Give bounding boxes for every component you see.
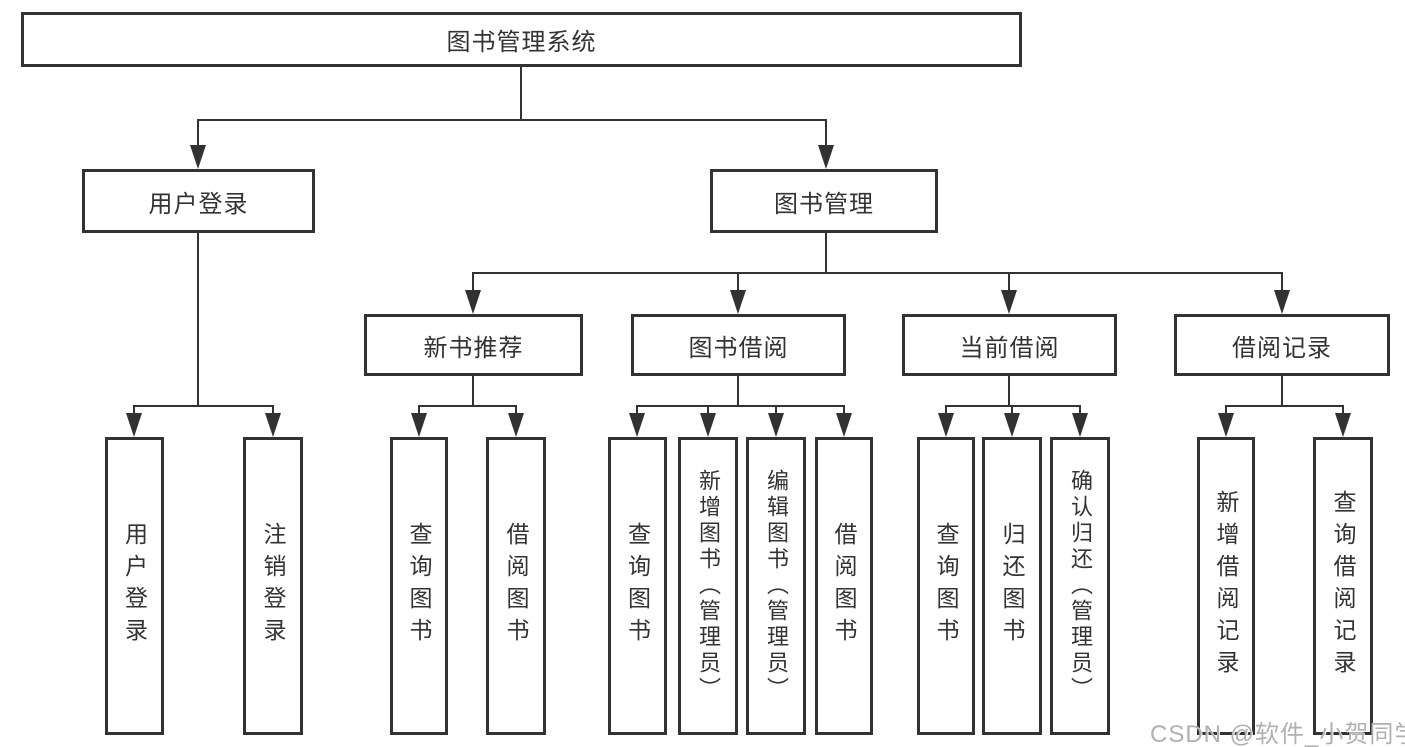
node-leaf-edit-book-label: 编辑图书（管理员） bbox=[764, 469, 789, 703]
node-book-borrow: 图书借阅 bbox=[631, 314, 846, 376]
node-leaf-confirm-return: 确认归还（管理员） bbox=[1050, 437, 1110, 735]
connector-book-borrow-stem bbox=[737, 376, 739, 406]
connector-level2-hline bbox=[198, 119, 827, 121]
arrowhead-leaf-login bbox=[126, 413, 142, 437]
node-leaf-query-books-1: 查询图书 bbox=[390, 437, 448, 735]
node-user-login-label: 用户登录 bbox=[148, 190, 249, 218]
node-leaf-add-borrow-record-label: 新增借阅记录 bbox=[1213, 490, 1239, 682]
connector-stem-book-borrow bbox=[737, 272, 739, 293]
arrowhead-user-login bbox=[190, 145, 206, 169]
arrowhead-new-book-rec bbox=[465, 290, 481, 314]
node-root-label: 图书管理系统 bbox=[446, 29, 597, 56]
node-leaf-query-books-3-label: 查询图书 bbox=[933, 522, 959, 650]
connector-stem-leaf-login bbox=[133, 405, 135, 418]
arrowhead-leaf-borrow2 bbox=[836, 413, 852, 437]
connector-stem-user-login bbox=[197, 119, 199, 147]
node-leaf-borrow-books-1-label: 借阅图书 bbox=[503, 522, 529, 650]
node-leaf-logout-label: 注销登录 bbox=[260, 522, 286, 650]
node-leaf-query-books-2: 查询图书 bbox=[608, 437, 667, 735]
connector-stem-leaf-edit-book bbox=[775, 405, 777, 418]
connector-book-borrow-hline bbox=[637, 405, 845, 407]
node-leaf-user-login-label: 用户登录 bbox=[121, 522, 148, 650]
connector-stem-leaf-add-record bbox=[1225, 405, 1227, 418]
arrowhead-leaf-edit-book bbox=[768, 413, 784, 437]
connector-stem-borrow-record bbox=[1281, 272, 1283, 293]
node-root: 图书管理系统 bbox=[21, 12, 1022, 67]
node-leaf-edit-book: 编辑图书（管理员） bbox=[746, 437, 806, 735]
node-leaf-return-book: 归还图书 bbox=[982, 437, 1042, 735]
arrowhead-leaf-return bbox=[1004, 413, 1020, 437]
connector-level3-hline bbox=[473, 272, 1283, 274]
node-leaf-add-book-label: 新增图书（管理员） bbox=[696, 469, 721, 703]
node-new-book-rec: 新书推荐 bbox=[364, 314, 583, 376]
node-book-mgmt: 图书管理 bbox=[710, 169, 938, 233]
node-leaf-query-borrow-record-label: 查询借阅记录 bbox=[1330, 490, 1356, 682]
node-user-login: 用户登录 bbox=[82, 169, 315, 233]
node-leaf-borrow-books-1: 借阅图书 bbox=[486, 437, 546, 735]
node-leaf-borrow-books-2-label: 借阅图书 bbox=[831, 522, 857, 650]
connector-stem-leaf-query1 bbox=[418, 405, 420, 418]
arrowhead-book-borrow bbox=[730, 290, 746, 314]
node-leaf-query-books-3: 查询图书 bbox=[917, 437, 975, 735]
connector-stem-book-mgmt bbox=[825, 119, 827, 147]
node-leaf-query-books-2-label: 查询图书 bbox=[624, 522, 651, 650]
arrowhead-leaf-confirm-return bbox=[1072, 413, 1088, 437]
connector-stem-leaf-query3 bbox=[945, 405, 947, 418]
node-leaf-return-book-label: 归还图书 bbox=[999, 522, 1025, 650]
arrowhead-leaf-query2 bbox=[629, 413, 645, 437]
node-leaf-borrow-books-2: 借阅图书 bbox=[815, 437, 873, 735]
connector-user-login-hline bbox=[134, 405, 274, 407]
node-leaf-user-login: 用户登录 bbox=[105, 437, 164, 735]
connector-root-stem bbox=[520, 67, 522, 119]
connector-stem-leaf-add-book bbox=[707, 405, 709, 418]
connector-stem-leaf-query-record bbox=[1342, 405, 1344, 418]
csdn-watermark: CSDN @软件_小贺同学 bbox=[1150, 721, 1405, 747]
connector-new-book-rec-stem bbox=[472, 376, 474, 406]
node-book-mgmt-label: 图书管理 bbox=[774, 190, 874, 218]
node-leaf-logout: 注销登录 bbox=[243, 437, 303, 735]
arrowhead-book-mgmt bbox=[818, 145, 834, 169]
arrowhead-leaf-logout bbox=[265, 413, 281, 437]
node-new-book-rec-label: 新书推荐 bbox=[423, 334, 524, 362]
arrowhead-leaf-borrow1 bbox=[508, 413, 524, 437]
node-leaf-add-book: 新增图书（管理员） bbox=[678, 437, 738, 735]
connector-book-mgmt-stem bbox=[825, 233, 827, 273]
node-leaf-query-borrow-record: 查询借阅记录 bbox=[1313, 437, 1373, 735]
node-leaf-query-books-1-label: 查询图书 bbox=[406, 522, 432, 650]
node-current-borrow: 当前借阅 bbox=[902, 314, 1117, 376]
node-leaf-add-borrow-record: 新增借阅记录 bbox=[1197, 437, 1255, 735]
node-borrow-record: 借阅记录 bbox=[1174, 314, 1390, 376]
node-leaf-confirm-return-label: 确认归还（管理员） bbox=[1068, 469, 1093, 703]
connector-stem-leaf-borrow1 bbox=[515, 405, 517, 418]
node-borrow-record-label: 借阅记录 bbox=[1232, 334, 1332, 362]
connector-new-book-rec-hline bbox=[419, 405, 517, 407]
connector-stem-leaf-borrow2 bbox=[843, 405, 845, 418]
connector-stem-current-borrow bbox=[1008, 272, 1010, 293]
connector-stem-leaf-query2 bbox=[636, 405, 638, 418]
arrowhead-leaf-query-record bbox=[1335, 413, 1351, 437]
node-book-borrow-label: 图书借阅 bbox=[688, 334, 789, 362]
arrowhead-leaf-query1 bbox=[411, 413, 427, 437]
arrowhead-current-borrow bbox=[1001, 290, 1017, 314]
connector-stem-leaf-confirm-return bbox=[1079, 405, 1081, 418]
connector-stem-leaf-return bbox=[1011, 405, 1013, 418]
connector-borrow-record-hline bbox=[1226, 405, 1344, 407]
connector-stem-leaf-logout bbox=[272, 405, 274, 418]
arrowhead-borrow-record bbox=[1274, 290, 1290, 314]
connector-user-login-stem bbox=[197, 233, 199, 406]
connector-current-borrow-hline bbox=[946, 405, 1081, 407]
node-current-borrow-label: 当前借阅 bbox=[959, 334, 1060, 362]
arrowhead-leaf-query3 bbox=[938, 413, 954, 437]
connector-current-borrow-stem bbox=[1008, 376, 1010, 406]
connector-stem-new-book-rec bbox=[472, 272, 474, 293]
arrowhead-leaf-add-book bbox=[700, 413, 716, 437]
connector-borrow-record-stem bbox=[1281, 376, 1283, 406]
arrowhead-leaf-add-record bbox=[1218, 413, 1234, 437]
